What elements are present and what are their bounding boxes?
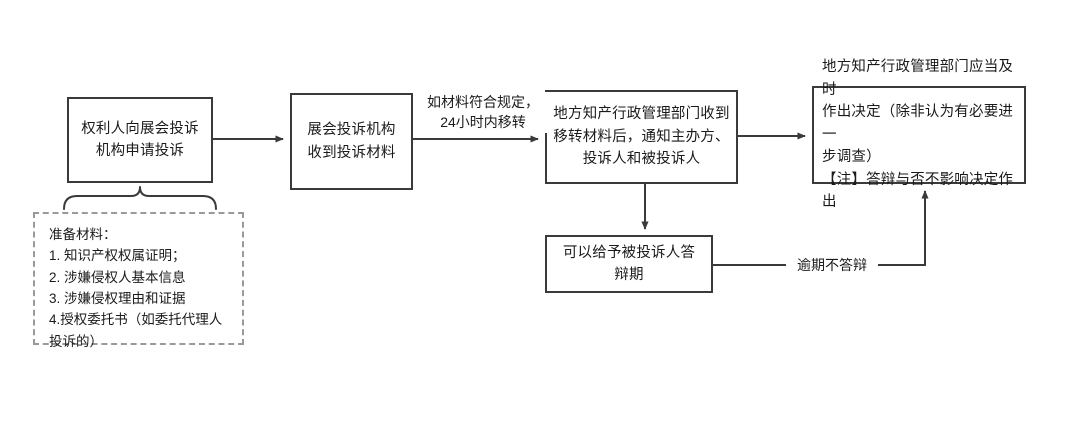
node-local-ip-office[interactable]: 地方知产行政管理部门收到 移转材料后，通知主办方、 投诉人和被投诉人 [545,90,738,184]
node-decision-label: 地方知产行政管理部门应当及时 作出决定（除非认为有必要进一 步调查） 【注】答辩… [822,59,1014,211]
node-local-ip-label: 地方知产行政管理部门收到 移转材料后，通知主办方、 投诉人和被投诉人 [553,106,730,168]
edge-label-overdue: 逾期不答辩 [786,255,878,276]
node-defense-period[interactable]: 可以给予被投诉人答 辩期 [545,235,713,293]
node-fair-complaint-agency[interactable]: 展会投诉机构 收到投诉材料 [290,93,413,190]
node-decision[interactable]: 地方知产行政管理部门应当及时 作出决定（除非认为有必要进一 步调查） 【注】答辩… [812,59,1026,210]
note-prepare-materials: 准备材料： 1. 知识产权权属证明； 2. 涉嫌侵权人基本信息 3. 涉嫌侵权理… [33,212,244,349]
node-rights-holder-label: 权利人向展会投诉 机构申请投诉 [81,120,199,159]
node-defense-label: 可以给予被投诉人答 辩期 [562,244,696,283]
node-rights-holder-complaint[interactable]: 权利人向展会投诉 机构申请投诉 [67,97,213,183]
node-fair-agency-label: 展会投诉机构 收到投诉材料 [307,122,396,161]
edge-label-transfer: 如材料符合规定， 24小时内移转 [419,92,547,133]
note-prepare-materials-text: 准备材料： 1. 知识产权权属证明； 2. 涉嫌侵权人基本信息 3. 涉嫌侵权理… [49,227,223,349]
curly-brace-materials [63,186,217,210]
